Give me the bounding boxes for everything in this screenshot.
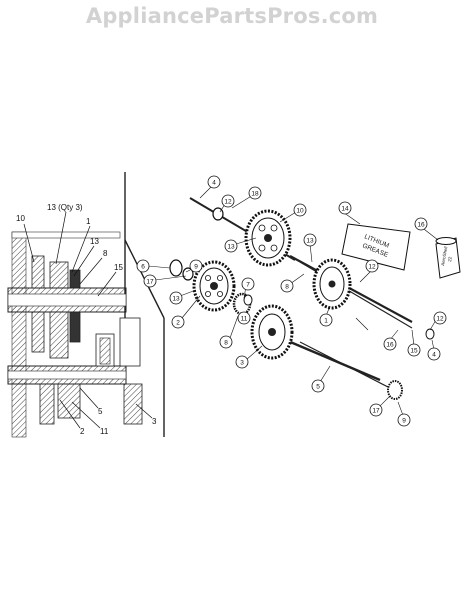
callout-13c: 13 (303, 233, 317, 247)
callout-13d: 12 (365, 259, 379, 273)
svg-text:4: 4 (212, 179, 216, 186)
section-label-13: 13 (90, 237, 99, 246)
callout-4b: 4 (427, 347, 441, 361)
callout-1: 1 (319, 313, 333, 327)
callout-2: 2 (171, 315, 185, 329)
svg-text:13: 13 (172, 295, 180, 302)
watermark: AppliancePartsPros.com (85, 4, 379, 28)
callout-12b: 12 (433, 311, 447, 325)
svg-text:9: 9 (402, 417, 406, 424)
callout-16b: 16 (383, 337, 397, 351)
callout-8b: 8 (219, 335, 233, 349)
gear-1 (289, 255, 413, 329)
callout-10: 10 (293, 203, 307, 217)
svg-text:16: 16 (386, 341, 394, 348)
svg-text:7: 7 (246, 281, 250, 288)
svg-text:13: 13 (227, 243, 235, 250)
section-label-15: 15 (114, 263, 123, 272)
svg-text:12: 12 (436, 315, 444, 322)
section-label-10: 10 (16, 214, 25, 223)
svg-text:11: 11 (241, 315, 248, 322)
grease-tube-line2: 22 (447, 256, 453, 262)
svg-text:5: 5 (316, 383, 320, 390)
callout-17b: 17 (369, 403, 383, 417)
section-label-1: 1 (86, 217, 91, 226)
callout-13b: 13 (169, 291, 183, 305)
svg-text:2: 2 (176, 319, 180, 326)
gear-2 (192, 260, 236, 312)
svg-text:12: 12 (368, 263, 376, 270)
section-label-2: 2 (80, 427, 85, 436)
callout-9a: 9 (189, 259, 203, 273)
callout-11: 11 (237, 311, 251, 325)
svg-text:8: 8 (285, 283, 289, 290)
svg-text:10: 10 (296, 207, 304, 214)
svg-text:4: 4 (432, 351, 436, 358)
gear-3 (250, 304, 391, 389)
callout-8a: 8 (280, 279, 294, 293)
section-label-8: 8 (103, 249, 108, 258)
callout-16a: 16 (414, 217, 428, 231)
svg-text:6: 6 (141, 263, 145, 270)
svg-text:3: 3 (240, 359, 244, 366)
svg-text:17: 17 (372, 407, 380, 414)
callout-13a: 13 (224, 239, 238, 253)
grease-tube-line1: AeroShell (440, 246, 448, 266)
svg-text:14: 14 (341, 205, 349, 212)
svg-text:18: 18 (251, 190, 259, 197)
callout-6: 6 (136, 259, 150, 273)
callout-5: 5 (311, 379, 325, 393)
callout-7: 7 (241, 277, 255, 291)
svg-text:8: 8 (224, 339, 228, 346)
section-label-11: 11 (100, 427, 109, 436)
svg-text:16: 16 (417, 221, 425, 228)
callout-18a: 18 (248, 186, 262, 200)
svg-text:9: 9 (194, 263, 198, 270)
grease-package: LITHIUM GREASE (341, 223, 411, 271)
svg-text:17: 17 (146, 278, 154, 285)
callout-15: 15 (407, 343, 421, 357)
callout-4a: 4 (207, 175, 221, 189)
callout-3: 3 (235, 355, 249, 369)
svg-text:13: 13 (306, 237, 314, 244)
section-label-5: 5 (98, 407, 103, 416)
section-label-3: 3 (152, 417, 157, 426)
grease-tube: AeroShell 22 (435, 237, 461, 279)
gear-10 (244, 209, 292, 267)
svg-text:12: 12 (224, 198, 232, 205)
callout-17a: 17 (143, 274, 157, 288)
section-view: 10 13 (Qty 3) 1 13 8 15 5 2 11 3 (7, 203, 157, 438)
svg-text:15: 15 (410, 347, 418, 354)
exploded-view: LITHIUM GREASE AeroShell 22 (136, 175, 461, 427)
callout-9b: 9 (397, 413, 411, 427)
section-label-13-qty3: 13 (Qty 3) (47, 203, 83, 212)
callout-12a: 12 (221, 194, 235, 208)
svg-text:1: 1 (324, 317, 328, 324)
callout-14: 14 (338, 201, 352, 215)
